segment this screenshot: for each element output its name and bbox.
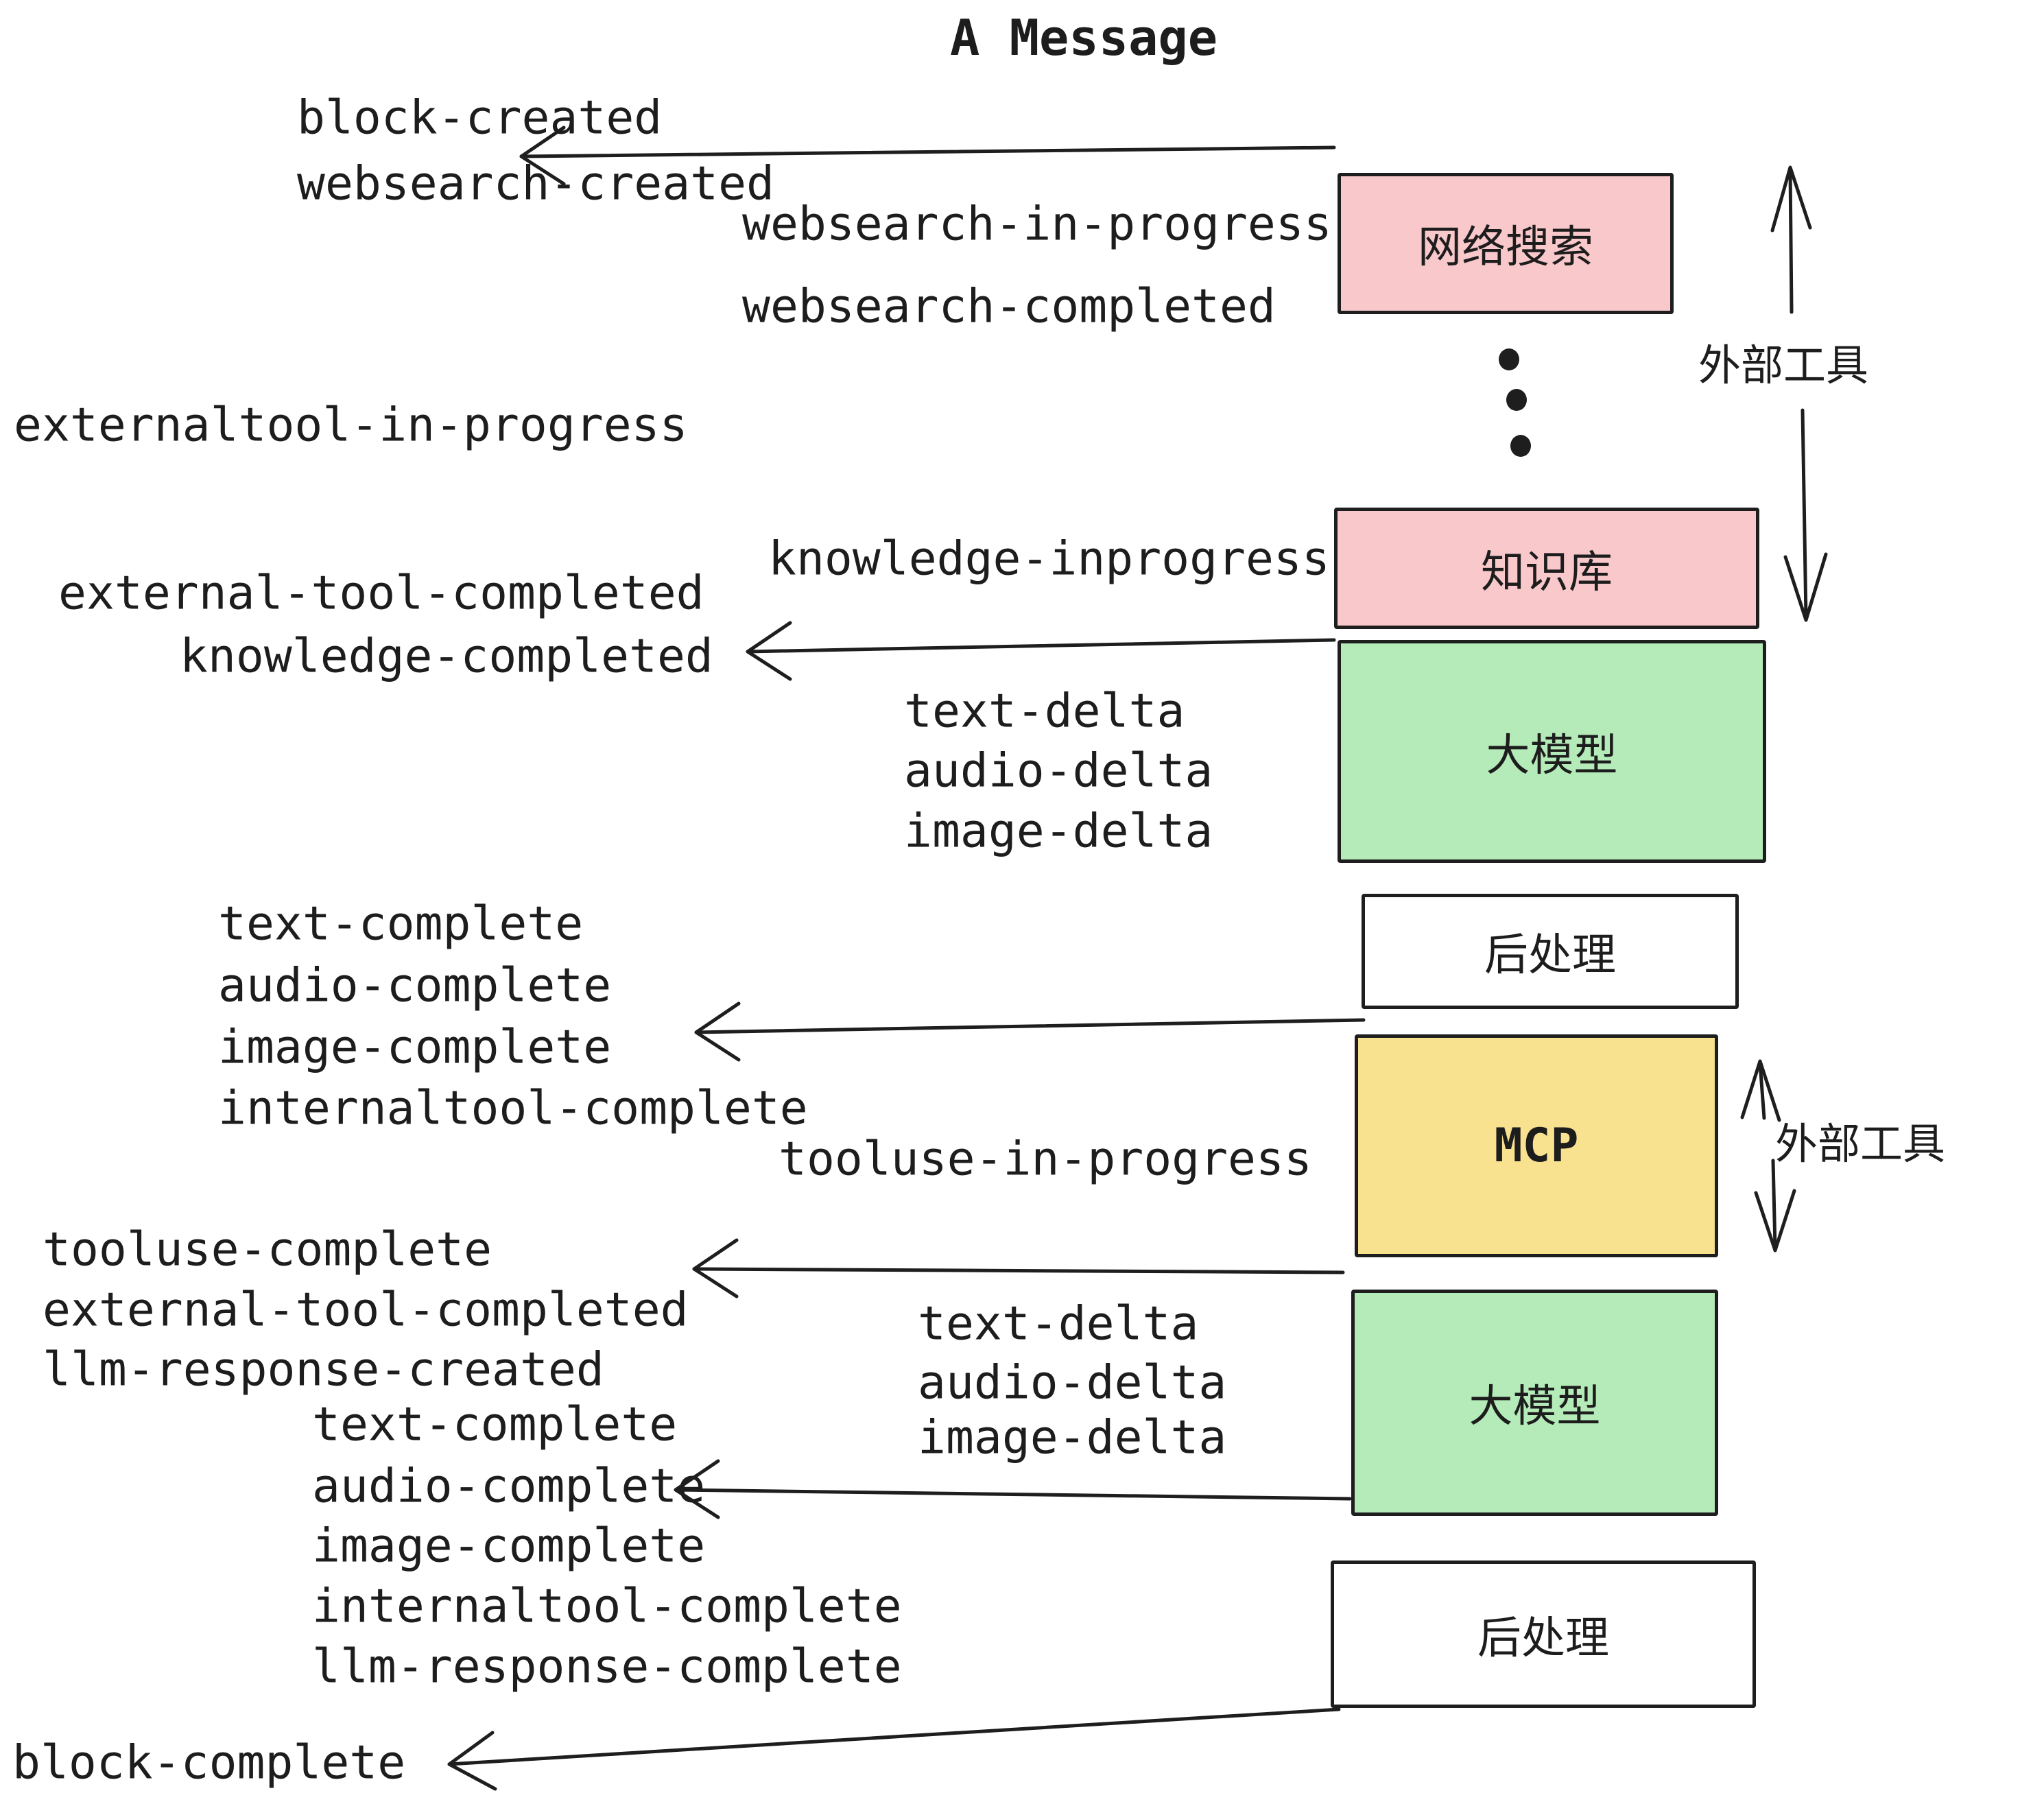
arrow-to-knowledge-completed [746,621,1336,681]
annotation-external-tools-bottom: 外部工具 [1775,1119,1946,1169]
event-label-internaltool-complete-2: internaltool-complete [312,1579,902,1634]
box-mcp: MCP [1355,1034,1718,1257]
box-llm-2: 大模型 [1351,1290,1718,1516]
box-llm-1-label: 大模型 [1486,730,1618,781]
event-label-llm-response-created: llm-response-created [43,1342,604,1397]
arrow-to-image-complete [694,1001,1366,1062]
event-label-block-created: block-created [297,91,663,145]
annotation-external-tools-top: 外部工具 [1698,340,1869,390]
external-tools-down-arrow-mcp [1754,1159,1796,1253]
box-postprocess-1-label: 后处理 [1484,930,1616,981]
event-label-externaltool-in-progress: externaltool-in-progress [14,398,688,453]
event-label-text-delta: text-delta [904,684,1185,739]
event-label-audio-complete-2: audio-complete [312,1459,706,1514]
box-mcp-label: MCP [1494,1119,1579,1173]
box-postprocess-2-label: 后处理 [1477,1613,1609,1664]
diagram-title: A Message [950,9,1218,67]
box-knowledge-label: 知识库 [1481,547,1613,598]
box-llm-1: 大模型 [1338,640,1766,863]
event-label-llm-response-complete: llm-response-complete [312,1639,902,1694]
external-tools-up-arrow-top [1770,165,1812,314]
event-label-text-complete-2: text-complete [312,1397,678,1452]
box-websearch-label: 网络搜索 [1418,222,1593,273]
event-label-knowledge-inprogress: knowledge-inprogress [768,532,1330,586]
event-label-audio-delta: audio-delta [904,744,1213,798]
event-label-image-complete-2: image-complete [312,1519,706,1574]
ellipsis-dot [1510,435,1531,457]
event-label-tooluse-in-progress: tooluse-in-progress [779,1132,1312,1187]
arrow-to-tooluse-complete [692,1238,1345,1298]
ellipsis-dot [1506,389,1527,411]
event-label-websearch-created: websearch-created [297,156,774,211]
event-label-audio-complete: audio-complete [218,958,612,1013]
event-label-tooluse-complete: tooluse-complete [43,1222,492,1277]
event-label-image-complete: image-complete [218,1020,612,1075]
event-label-websearch-completed: websearch-completed [742,279,1276,334]
external-tools-down-arrow-top [1783,408,1828,622]
event-label-external-tool-completed: external-tool-completed [58,566,704,621]
box-websearch: 网络搜索 [1338,173,1674,314]
event-label-image-delta-2: image-delta [918,1410,1227,1465]
box-postprocess-2: 后处理 [1331,1560,1756,1708]
event-label-internaltool-complete: internaltool-complete [218,1081,808,1136]
event-label-text-complete: text-complete [218,897,584,951]
box-llm-2-label: 大模型 [1469,1381,1601,1432]
event-label-knowledge-completed: knowledge-completed [180,629,713,684]
box-knowledge: 知识库 [1334,508,1759,629]
event-label-block-complete: block-complete [12,1735,406,1790]
event-label-image-delta: image-delta [904,804,1213,859]
external-tools-up-arrow-mcp [1740,1059,1781,1122]
event-label-text-delta-2: text-delta [918,1296,1199,1351]
event-label-audio-delta-2: audio-delta [918,1355,1227,1410]
ellipsis-dot [1499,348,1519,370]
event-label-external-tool-completed-2: external-tool-completed [43,1283,689,1338]
arrow-to-audio-complete [674,1459,1352,1519]
box-postprocess-1: 后处理 [1362,894,1739,1009]
arrow-to-block-complete [447,1707,1341,1791]
event-label-websearch-in-progress: websearch-in-progress [742,197,1332,252]
